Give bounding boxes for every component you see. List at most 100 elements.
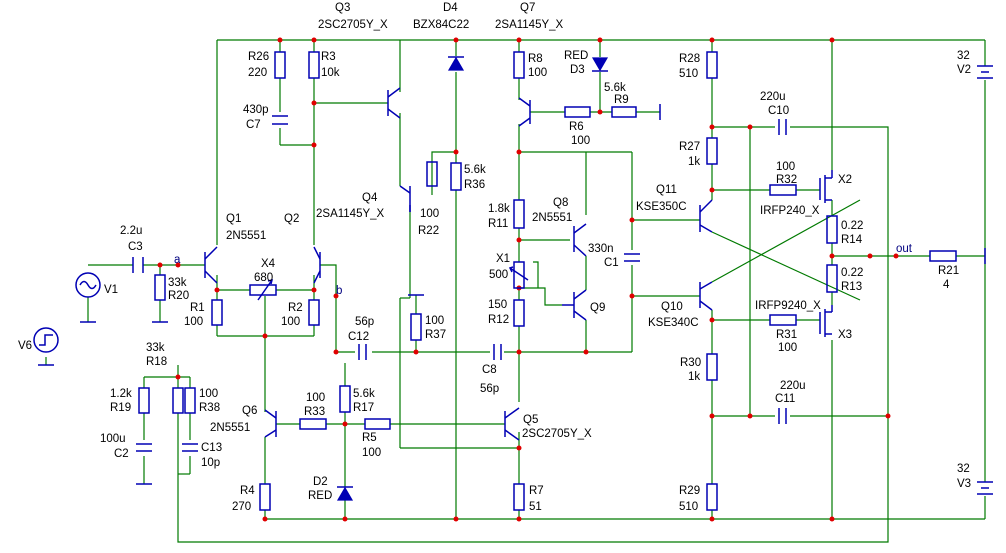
r4-body xyxy=(259,483,271,511)
d3 xyxy=(591,57,609,72)
r5-value: 100 xyxy=(362,447,381,459)
v1-ref: V1 xyxy=(104,284,118,296)
q1-model: 2N5551 xyxy=(226,230,266,242)
c1-value: 330n xyxy=(588,243,614,255)
x4-body xyxy=(249,284,277,296)
r32-ref: R32 xyxy=(776,174,797,186)
r22-value: 100 xyxy=(420,208,439,220)
d2-value: RED xyxy=(308,490,332,502)
r20-body xyxy=(154,274,166,301)
q4-ref: Q4 xyxy=(362,192,378,204)
r1-body xyxy=(211,299,223,326)
r6-body xyxy=(564,106,591,118)
v6-symbol xyxy=(33,327,59,353)
r4-value: 270 xyxy=(232,501,251,513)
r7-ref: R7 xyxy=(529,485,544,497)
r3-value: 10k xyxy=(321,67,340,79)
q5-model: 2SC2705Y_X xyxy=(522,428,592,440)
r37-ref: R37 xyxy=(425,329,446,341)
c7 xyxy=(272,115,288,125)
r18-ref: R18 xyxy=(146,356,167,368)
grounds xyxy=(38,104,986,485)
c11-ref: C11 xyxy=(775,393,795,405)
c12-value: 56p xyxy=(355,316,374,328)
q1-ref: Q1 xyxy=(226,213,241,225)
r17-ref: R17 xyxy=(353,402,374,414)
r2-ref: R2 xyxy=(288,302,303,314)
c1-ref: C1 xyxy=(604,257,619,269)
q8-model: 2N5551 xyxy=(532,212,572,224)
x1-ref: X1 xyxy=(496,253,510,265)
q10-model: KSE340C xyxy=(648,317,699,329)
r32-body xyxy=(769,184,797,196)
r33-value: 100 xyxy=(306,392,325,404)
net-out: out xyxy=(896,243,913,255)
r28-ref: R28 xyxy=(679,53,700,65)
x2-ref: X2 xyxy=(838,174,852,186)
q6-model: 2N5551 xyxy=(210,422,250,434)
r30-ref: R30 xyxy=(680,357,701,369)
r17-body xyxy=(339,385,351,413)
r20-ref: R20 xyxy=(168,290,189,302)
r14-value: 0.22 xyxy=(841,220,863,232)
r36-value: 5.6k xyxy=(464,164,486,176)
r30-body xyxy=(706,353,718,381)
r20-value: 33k xyxy=(168,277,187,289)
r5-body xyxy=(364,418,391,430)
q11-ref: Q11 xyxy=(656,184,677,196)
c10-value: 220u xyxy=(760,91,786,103)
r8-value: 100 xyxy=(528,67,547,79)
r27-body xyxy=(706,137,718,165)
c7-value: 430p xyxy=(243,104,269,116)
q9-ref: Q9 xyxy=(590,302,605,314)
r38-value: 100 xyxy=(199,388,218,400)
transistors xyxy=(204,87,833,441)
supplies xyxy=(977,65,993,495)
d3-value: RED xyxy=(564,50,588,62)
r6-ref: R6 xyxy=(569,121,584,133)
r8-ref: R8 xyxy=(528,53,543,65)
q8-ref: Q8 xyxy=(553,197,568,209)
junctions xyxy=(157,37,899,522)
r6-value: 100 xyxy=(571,135,590,147)
d4-ref: D4 xyxy=(443,2,458,14)
q10-ref: Q10 xyxy=(661,301,683,313)
r30-value: 1k xyxy=(688,371,700,383)
c8-ref: C8 xyxy=(482,364,497,376)
r22-ref: R22 xyxy=(418,225,439,237)
r1-value: 100 xyxy=(184,316,203,328)
x1-body xyxy=(513,261,525,289)
r19-ref: R19 xyxy=(110,402,131,414)
r4-ref: R4 xyxy=(240,485,255,497)
r38-ref: R38 xyxy=(199,402,220,414)
r29-body xyxy=(706,483,718,511)
x1-value: 500 xyxy=(489,269,508,281)
d3-ref: D3 xyxy=(570,64,585,76)
r33-body xyxy=(299,418,327,430)
r13-value: 0.22 xyxy=(841,267,863,279)
q7-ref: Q7 xyxy=(520,2,535,14)
r3-ref: R3 xyxy=(321,51,336,63)
r32-value: 100 xyxy=(776,161,795,173)
r13-ref: R13 xyxy=(841,281,862,293)
c8-value: 56p xyxy=(480,383,499,395)
q11-model: KSE350C xyxy=(636,201,687,213)
c7-ref: C7 xyxy=(246,119,261,131)
c12 xyxy=(358,344,367,360)
r7-body xyxy=(513,483,525,511)
r18-value: 33k xyxy=(146,342,165,354)
r12-value: 150 xyxy=(488,299,507,311)
c13-value: 10p xyxy=(201,457,220,469)
d2 xyxy=(336,486,354,501)
x3-ref: X3 xyxy=(838,329,852,341)
c2 xyxy=(136,443,152,452)
labels: Q3 2SC2705Y_X D4 BZX84C22 Q7 2SA1145Y_X … xyxy=(18,2,971,513)
q3-model: 2SC2705Y_X xyxy=(318,19,388,31)
r21-value: 4 xyxy=(943,279,950,291)
r31-body xyxy=(769,314,797,326)
r37-value: 100 xyxy=(425,315,444,327)
c8 xyxy=(493,344,502,360)
r33-ref: R33 xyxy=(304,406,325,418)
r26-body xyxy=(274,51,286,79)
pot-wipers xyxy=(257,266,529,301)
